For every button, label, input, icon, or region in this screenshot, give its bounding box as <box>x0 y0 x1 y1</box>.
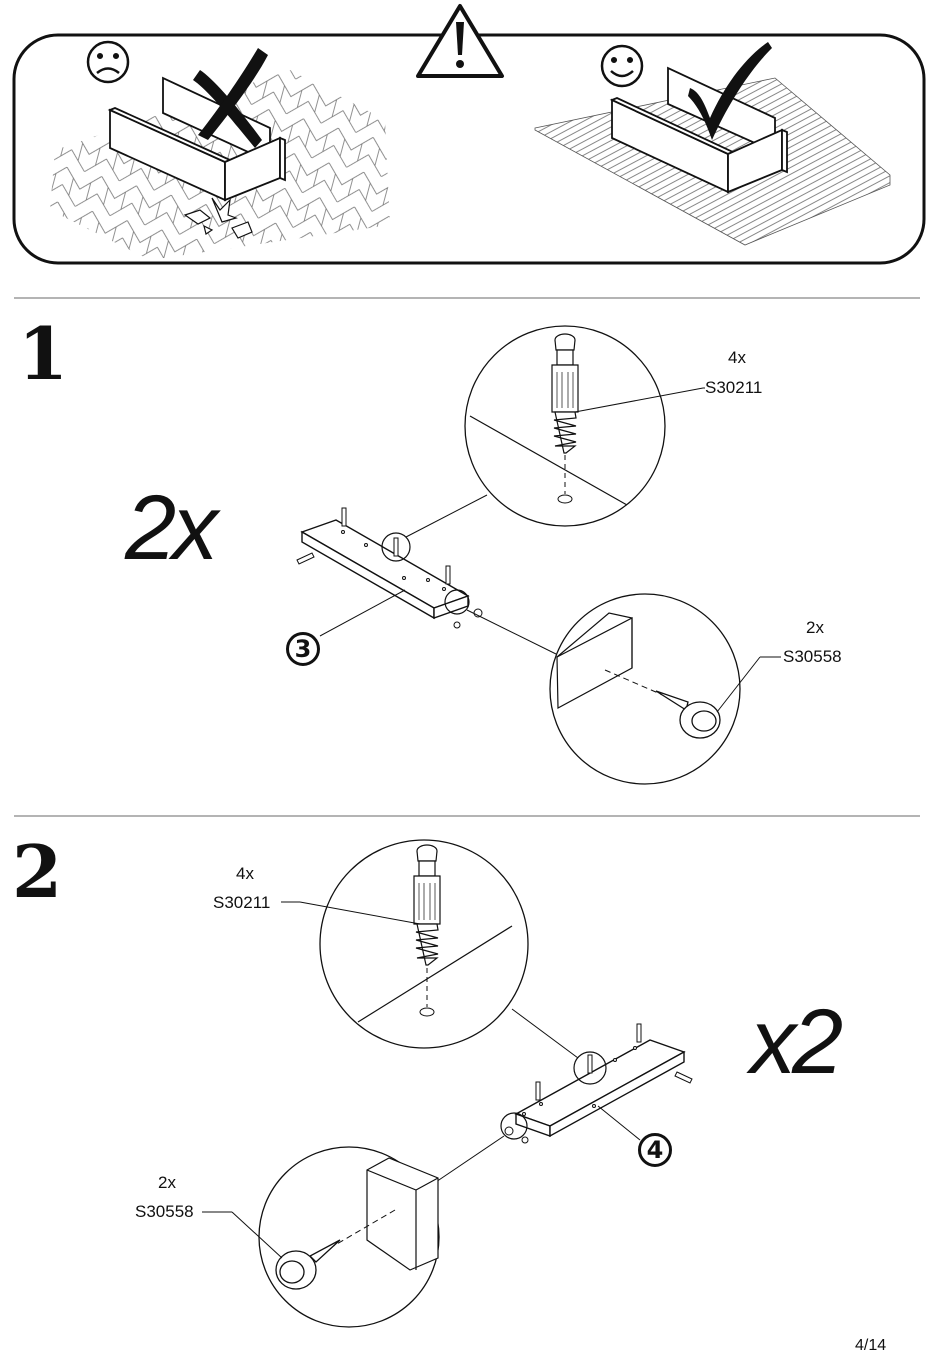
step1-dowel-qty: 4x <box>728 348 746 368</box>
warning-panel <box>0 0 950 300</box>
step2-part-badge: 4 <box>638 1133 672 1167</box>
glide-detail <box>656 691 720 738</box>
dowel-detail-2 <box>414 845 440 965</box>
board-part-3 <box>302 520 468 618</box>
dowel-detail <box>552 334 578 453</box>
step1-glide-code: S30558 <box>783 647 842 667</box>
step1-number: 1 <box>18 318 68 390</box>
step2-number: 2 <box>12 836 62 908</box>
glide-detail-2 <box>276 1240 340 1289</box>
board-part-4 <box>516 1040 684 1136</box>
step2-glide-qty: 2x <box>158 1173 176 1193</box>
page-number: 4/14 <box>855 1337 886 1355</box>
step1-part-badge: 3 <box>286 632 320 666</box>
step1-multiplier: 2x <box>125 482 214 574</box>
step1-glide-qty: 2x <box>806 618 824 638</box>
step1-dowel-code: S30211 <box>705 378 762 398</box>
step2-dowel-qty: 4x <box>236 864 254 884</box>
step2-glide-code: S30558 <box>135 1202 194 1222</box>
step2-dowel-code: S30211 <box>213 893 270 913</box>
step2-multiplier: x2 <box>750 996 839 1088</box>
